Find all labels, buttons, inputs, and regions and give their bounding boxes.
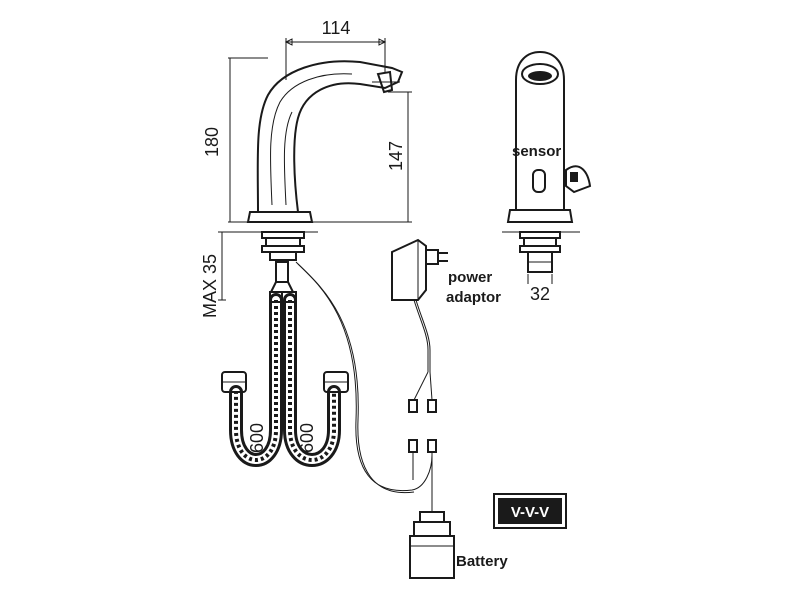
faucet-side-view: [218, 38, 412, 301]
dim-hose-left: 600: [247, 423, 267, 453]
dim-hose-right: 600: [297, 423, 317, 453]
label-adaptor: adaptor: [446, 289, 501, 306]
sensor-cable: [295, 261, 433, 494]
faucet-front-view: [502, 50, 592, 284]
badge-text: V-V-V: [511, 504, 549, 521]
supply-hoses: [221, 291, 349, 467]
label-power: power: [448, 269, 492, 286]
dim-width-top: 114: [322, 18, 351, 38]
dim-height-spout: 147: [386, 141, 406, 171]
dim-max-mount: MAX 35: [200, 254, 220, 318]
battery: [409, 511, 455, 579]
power-adaptor: [391, 238, 448, 512]
label-sensor: sensor: [512, 143, 561, 160]
dim-height-total: 180: [202, 127, 222, 157]
dim-base-width: 32: [530, 284, 550, 304]
label-battery: Battery: [456, 553, 508, 570]
valve-badge: [493, 493, 567, 529]
